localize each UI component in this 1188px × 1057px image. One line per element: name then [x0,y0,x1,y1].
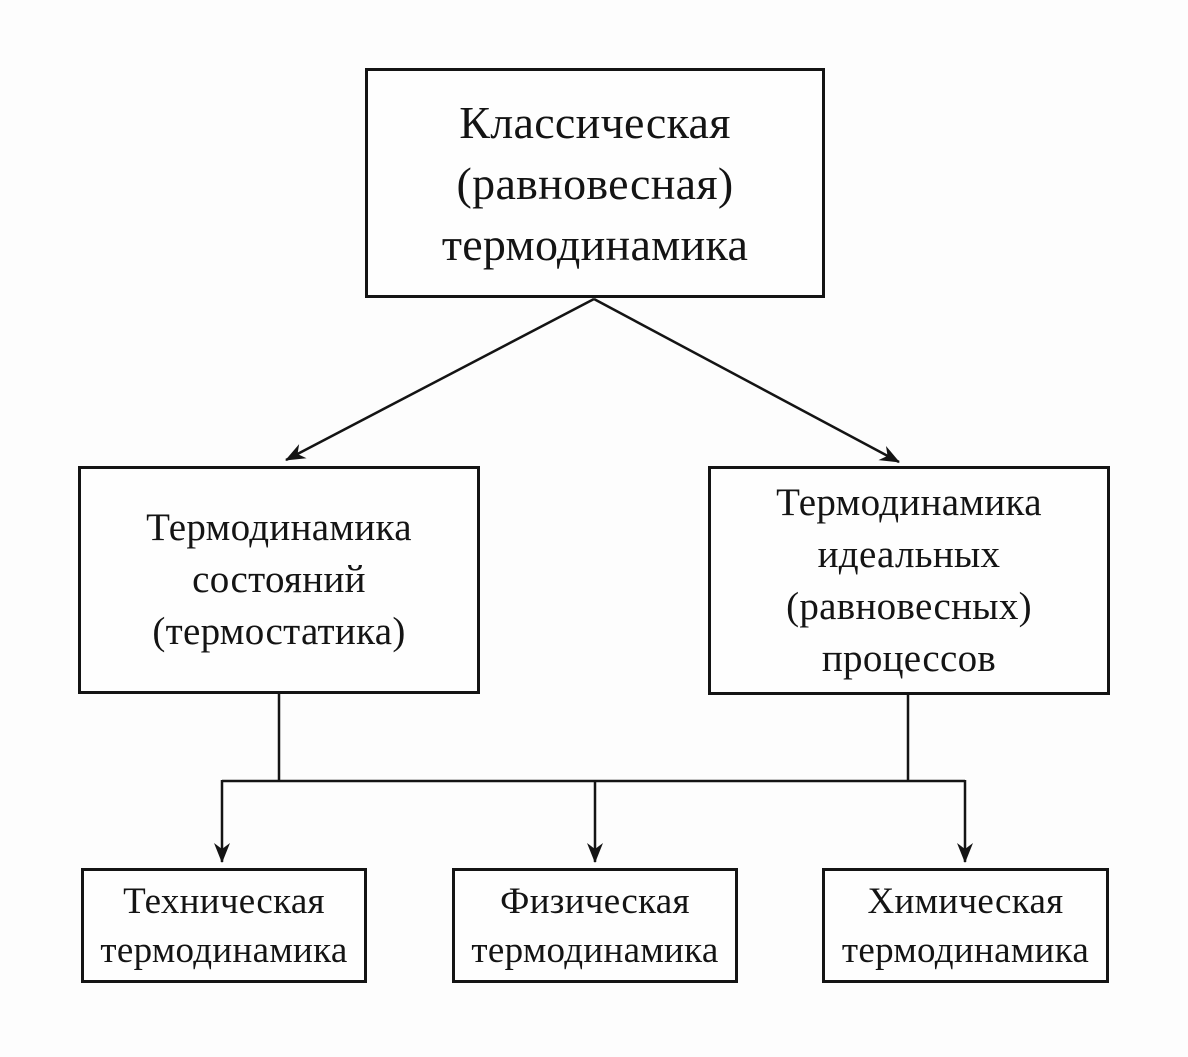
node-chemical-thermodynamics: Химическая термодинамика [822,868,1109,983]
node-technical-thermodynamics: Техническая термодинамика [81,868,367,983]
edge-root-to-states [285,297,595,462]
node-physical-thermodynamics: Физическая термодинамика [452,868,738,983]
node-classical-thermodynamics: Классическая (равновесная) термодинамика [365,68,825,298]
node-chemical-thermodynamics-label: Химическая термодинамика [841,880,1090,971]
node-technical-thermodynamics-label: Техническая термодинамика [100,880,348,971]
node-physical-thermodynamics-label: Физическая термодинамика [471,880,719,971]
node-classical-thermodynamics-label: Классическая (равновесная) термодинамика [441,96,749,270]
node-thermodynamics-of-states-label: Термодинамика состояний (термостатика) [146,506,412,653]
node-ideal-processes-thermodynamics-label: Термодинамика идеальных (равновесных) пр… [776,480,1042,680]
edge-root-to-processes [593,297,900,464]
node-thermodynamics-of-states: Термодинамика состояний (термостатика) [78,466,480,694]
node-ideal-processes-thermodynamics: Термодинамика идеальных (равновесных) пр… [708,466,1110,695]
